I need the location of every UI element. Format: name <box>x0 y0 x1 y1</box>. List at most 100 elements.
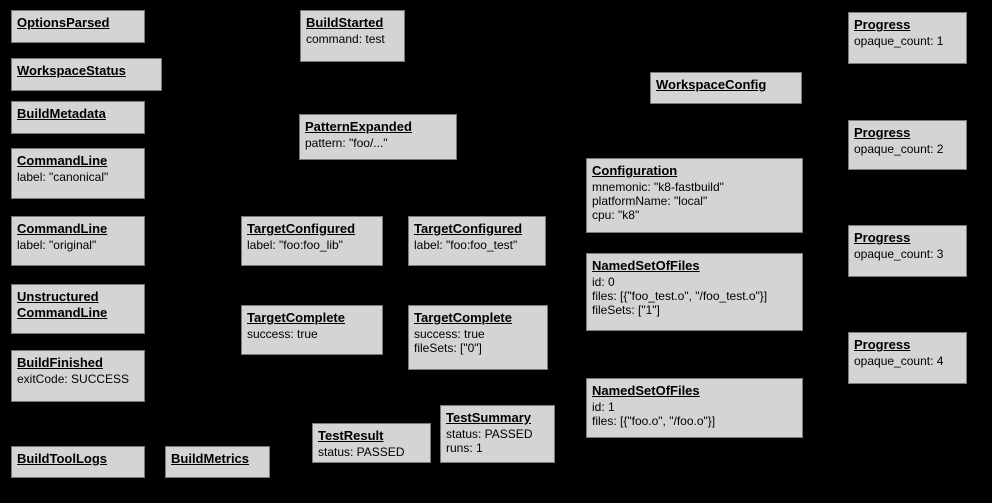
node-field: opaque_count: 1 <box>854 34 944 48</box>
node-build-started[interactable]: BuildStarted command: test <box>300 10 405 62</box>
node-title-line: CommandLine <box>17 221 108 236</box>
node-title: NamedSetOfFiles <box>592 383 797 399</box>
node-title-line: Progress <box>854 17 911 32</box>
node-build-metadata[interactable]: BuildMetadata <box>11 101 145 134</box>
node-field: label: "original" <box>17 238 97 252</box>
node-field: pattern: "foo/..." <box>305 136 388 150</box>
node-title: PatternExpanded <box>305 119 451 135</box>
node-field: opaque_count: 3 <box>854 247 944 261</box>
node-field: fileSets: ["0"] <box>414 341 482 355</box>
node-title-line: BuildToolLogs <box>17 451 108 466</box>
node-title: WorkspaceStatus <box>17 63 156 79</box>
node-build-tool-logs[interactable]: BuildToolLogs <box>11 446 145 478</box>
node-title: Progress <box>854 125 961 141</box>
node-workspace-config[interactable]: WorkspaceConfig <box>650 72 802 104</box>
node-title-line: Unstructured <box>17 289 99 304</box>
node-fields: opaque_count: 2 <box>854 142 961 156</box>
node-field: exitCode: SUCCESS <box>17 372 130 386</box>
node-configuration[interactable]: Configuration mnemonic: "k8-fastbuild"pla… <box>586 158 803 233</box>
node-workspace-status[interactable]: WorkspaceStatus <box>11 58 162 91</box>
node-progress-1[interactable]: Progress opaque_count: 1 <box>848 12 967 64</box>
node-fields: opaque_count: 4 <box>854 354 961 368</box>
node-title: NamedSetOfFiles <box>592 258 797 274</box>
node-title: BuildMetadata <box>17 106 139 122</box>
node-title: BuildStarted <box>306 15 399 31</box>
node-title-line: TargetConfigured <box>247 221 356 236</box>
node-field: runs: 1 <box>446 441 483 455</box>
node-fields: label: "foo:foo_lib" <box>247 238 377 252</box>
node-field: label: "canonical" <box>17 170 109 184</box>
node-fields: opaque_count: 3 <box>854 247 961 261</box>
node-title-line: BuildMetrics <box>171 451 250 466</box>
node-title-line: WorkspaceStatus <box>17 63 126 78</box>
node-fields: status: PASSED <box>318 445 425 459</box>
node-title: TargetComplete <box>414 310 542 326</box>
node-field: status: PASSED <box>446 427 533 441</box>
node-title-line: WorkspaceConfig <box>656 77 767 92</box>
node-fields: label: "foo:foo_test" <box>414 238 540 252</box>
node-progress-2[interactable]: Progress opaque_count: 2 <box>848 120 967 170</box>
node-title: TargetConfigured <box>247 221 377 237</box>
node-title: BuildFinished <box>17 355 139 371</box>
node-fields: label: "canonical" <box>17 170 139 184</box>
node-fields: opaque_count: 1 <box>854 34 961 48</box>
node-field: command: test <box>306 32 385 46</box>
node-title-line: Progress <box>854 230 911 245</box>
node-title-line: TestSummary <box>446 410 532 425</box>
node-fields: mnemonic: "k8-fastbuild"platformName: "l… <box>592 180 797 222</box>
node-fields: success: true <box>247 327 377 341</box>
node-command-line-canonical[interactable]: CommandLine label: "canonical" <box>11 148 145 199</box>
node-title: BuildMetrics <box>171 451 264 467</box>
node-title-line: NamedSetOfFiles <box>592 258 700 273</box>
node-title: BuildToolLogs <box>17 451 139 467</box>
node-field: fileSets: ["1"] <box>592 303 660 317</box>
node-target-complete-lib[interactable]: TargetComplete success: true <box>241 305 383 355</box>
node-title: CommandLine <box>17 221 139 237</box>
node-title-line: BuildMetadata <box>17 106 106 121</box>
node-field: label: "foo:foo_lib" <box>247 238 343 252</box>
node-fields: pattern: "foo/..." <box>305 136 451 150</box>
node-field: id: 0 <box>592 275 615 289</box>
node-title-line: Configuration <box>592 163 678 178</box>
node-title-line: NamedSetOfFiles <box>592 383 700 398</box>
node-title-line: BuildStarted <box>306 15 384 30</box>
node-title: CommandLine <box>17 153 139 169</box>
node-command-line-original[interactable]: CommandLine label: "original" <box>11 216 145 266</box>
node-field: status: PASSED <box>318 445 405 459</box>
node-target-configured-foo-lib[interactable]: TargetConfigured label: "foo:foo_lib" <box>241 216 383 266</box>
node-title: Configuration <box>592 163 797 179</box>
node-title: TestSummary <box>446 410 549 426</box>
node-field: opaque_count: 4 <box>854 354 944 368</box>
node-test-result[interactable]: TestResult status: PASSED <box>312 423 431 463</box>
node-title: WorkspaceConfig <box>656 77 796 93</box>
node-title-line: CommandLine <box>17 305 108 320</box>
node-field: id: 1 <box>592 400 615 414</box>
node-build-metrics[interactable]: BuildMetrics <box>165 446 270 478</box>
node-fields: command: test <box>306 32 399 46</box>
node-title-line: TargetComplete <box>247 310 345 325</box>
node-title-line: TargetComplete <box>414 310 512 325</box>
node-options-parsed[interactable]: OptionsParsed <box>11 10 145 43</box>
node-title: TargetConfigured <box>414 221 540 237</box>
node-title-line: TestResult <box>318 428 384 443</box>
node-title-line: CommandLine <box>17 153 108 168</box>
node-field: files: [{"foo_test.o", "/foo_test.o"}] <box>592 289 768 303</box>
node-progress-3[interactable]: Progress opaque_count: 3 <box>848 225 967 277</box>
node-title-line: Progress <box>854 125 911 140</box>
node-fields: label: "original" <box>17 238 139 252</box>
node-field: success: true <box>247 327 318 341</box>
node-field: files: [{"foo.o", "/foo.o"}] <box>592 414 716 428</box>
